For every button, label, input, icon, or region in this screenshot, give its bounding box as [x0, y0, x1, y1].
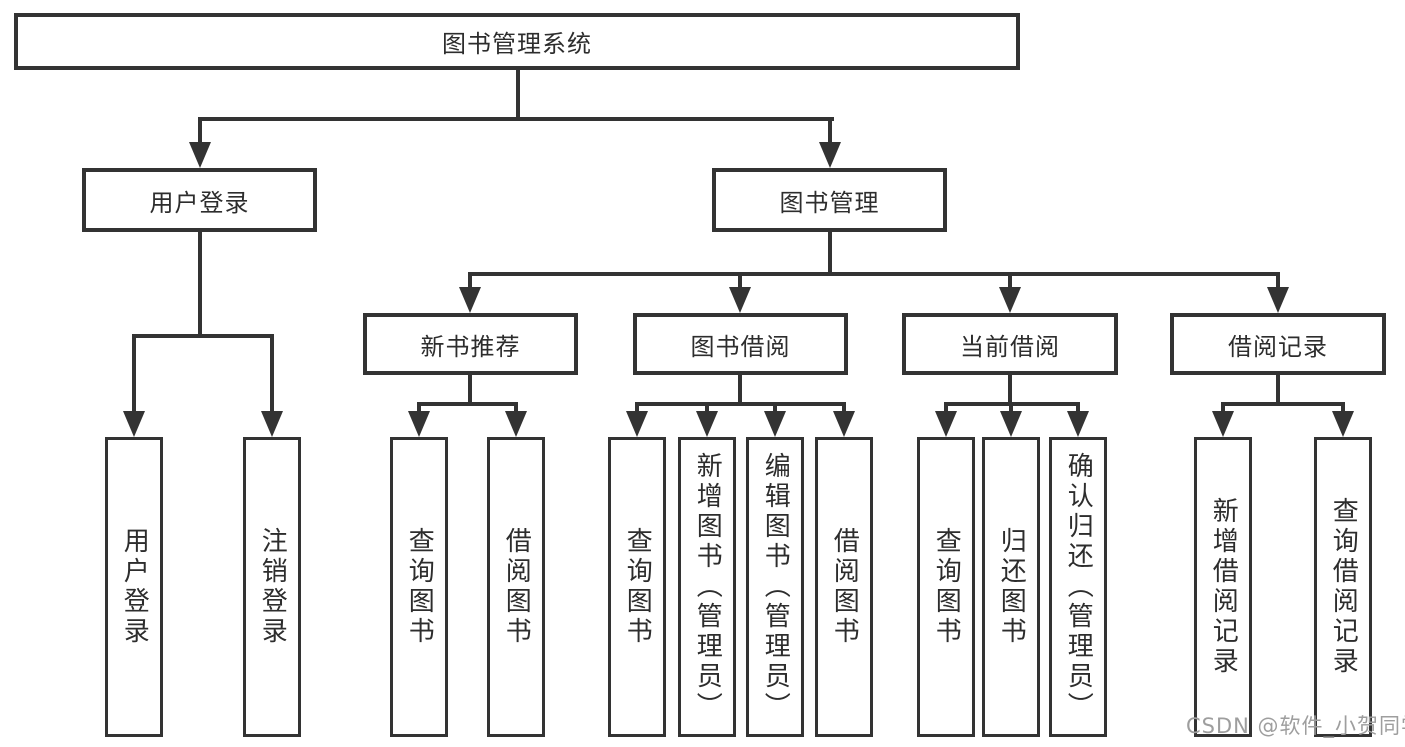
- arrow-down-icon: [505, 411, 527, 437]
- node-borrow-records: 借阅记录: [1170, 313, 1386, 375]
- leaf-user-login: 用户登录: [105, 437, 163, 737]
- leaf-edit-book-admin-label: 编辑图书（管理员）: [760, 452, 791, 722]
- connector-line: [635, 402, 639, 414]
- leaf-query-books-current: 查询图书: [917, 437, 975, 737]
- arrow-down-icon: [1212, 411, 1234, 437]
- arrow-down-icon: [626, 411, 648, 437]
- connector-line: [773, 402, 777, 414]
- connector-line: [1276, 272, 1280, 290]
- node-user-login: 用户登录: [82, 168, 317, 232]
- leaf-add-borrow-record: 新增借阅记录: [1194, 437, 1252, 737]
- connector-line: [468, 272, 472, 290]
- leaf-confirm-return-admin: 确认归还（管理员）: [1049, 437, 1107, 737]
- connector-line: [514, 402, 518, 414]
- leaf-logout-label: 注销登录: [257, 527, 288, 647]
- leaf-query-books-borrow-label: 查询图书: [622, 527, 653, 647]
- node-current-borrow-label: 当前借阅: [960, 332, 1060, 361]
- leaf-return-book-label: 归还图书: [996, 527, 1027, 647]
- node-book-borrow: 图书借阅: [633, 313, 848, 375]
- connector-line: [1221, 402, 1345, 406]
- connector-line: [828, 117, 832, 147]
- arrow-down-icon: [1067, 411, 1089, 437]
- leaf-edit-book-admin: 编辑图书（管理员）: [746, 437, 804, 737]
- leaf-query-books-current-label: 查询图书: [931, 527, 962, 647]
- arrow-down-icon: [261, 411, 283, 437]
- connector-line: [635, 402, 846, 406]
- leaf-user-login-label: 用户登录: [119, 527, 150, 647]
- node-current-borrow: 当前借阅: [902, 313, 1118, 375]
- leaf-add-borrow-record-label: 新增借阅记录: [1208, 497, 1239, 677]
- connector-line: [1221, 402, 1225, 414]
- leaf-borrow-books-recommend-label: 借阅图书: [501, 527, 532, 647]
- arrow-down-icon: [999, 287, 1021, 313]
- connector-line: [738, 272, 742, 290]
- leaf-query-books-recommend: 查询图书: [390, 437, 448, 737]
- leaf-borrow-books: 借阅图书: [815, 437, 873, 737]
- leaf-query-books-borrow: 查询图书: [608, 437, 666, 737]
- arrow-down-icon: [729, 287, 751, 313]
- node-book-borrow-label: 图书借阅: [690, 332, 791, 361]
- connector-line: [842, 402, 846, 414]
- leaf-return-book: 归还图书: [982, 437, 1040, 737]
- arrow-down-icon: [935, 411, 957, 437]
- connector-line: [705, 402, 709, 414]
- arrow-down-icon: [764, 411, 786, 437]
- connector-line: [1341, 402, 1345, 414]
- connector-line: [1008, 272, 1012, 290]
- leaf-confirm-return-admin-label: 确认归还（管理员）: [1063, 452, 1094, 722]
- leaf-query-borrow-record: 查询借阅记录: [1314, 437, 1372, 737]
- connector-line: [417, 402, 518, 406]
- arrow-down-icon: [459, 287, 481, 313]
- connector-line: [468, 375, 472, 404]
- connector-line: [132, 334, 274, 338]
- arrow-down-icon: [1000, 411, 1022, 437]
- leaf-add-book-admin: 新增图书（管理员）: [678, 437, 736, 737]
- arrow-down-icon: [696, 411, 718, 437]
- node-library-system: 图书管理系统: [14, 13, 1020, 70]
- node-new-book-recommend: 新书推荐: [363, 313, 578, 375]
- connector-line: [198, 117, 202, 147]
- connector-line: [1076, 402, 1080, 414]
- connector-line: [1008, 375, 1012, 404]
- connector-line: [198, 232, 202, 336]
- connector-line: [1276, 375, 1280, 404]
- connector-line: [1009, 402, 1013, 414]
- arrow-down-icon: [189, 142, 211, 168]
- connector-line: [516, 70, 520, 120]
- leaf-borrow-books-recommend: 借阅图书: [487, 437, 545, 737]
- csdn-watermark: CSDN @软件_小贺同学: [1186, 714, 1405, 738]
- connector-line: [468, 272, 1280, 276]
- arrow-down-icon: [1267, 287, 1289, 313]
- arrow-down-icon: [833, 411, 855, 437]
- leaf-add-book-admin-label: 新增图书（管理员）: [692, 452, 723, 722]
- connector-line: [270, 334, 274, 416]
- leaf-logout: 注销登录: [243, 437, 301, 737]
- connector-line: [132, 334, 136, 416]
- connector-line: [198, 117, 834, 121]
- node-borrow-records-label: 借阅记录: [1228, 332, 1328, 361]
- arrow-down-icon: [819, 142, 841, 168]
- leaf-borrow-books-label: 借阅图书: [829, 527, 860, 647]
- node-book-management-label: 图书管理: [779, 188, 880, 217]
- leaf-query-books-recommend-label: 查询图书: [404, 527, 435, 647]
- node-library-system-label: 图书管理系统: [442, 30, 592, 58]
- connector-line: [738, 375, 742, 404]
- arrow-down-icon: [408, 411, 430, 437]
- node-user-login-label: 用户登录: [149, 188, 250, 217]
- connector-line: [944, 402, 948, 414]
- arrow-down-icon: [123, 411, 145, 437]
- leaf-query-borrow-record-label: 查询借阅记录: [1328, 497, 1359, 677]
- connector-line: [417, 402, 421, 414]
- arrow-down-icon: [1332, 411, 1354, 437]
- connector-line: [828, 232, 832, 274]
- node-book-management: 图书管理: [712, 168, 947, 232]
- node-new-book-recommend-label: 新书推荐: [420, 332, 521, 361]
